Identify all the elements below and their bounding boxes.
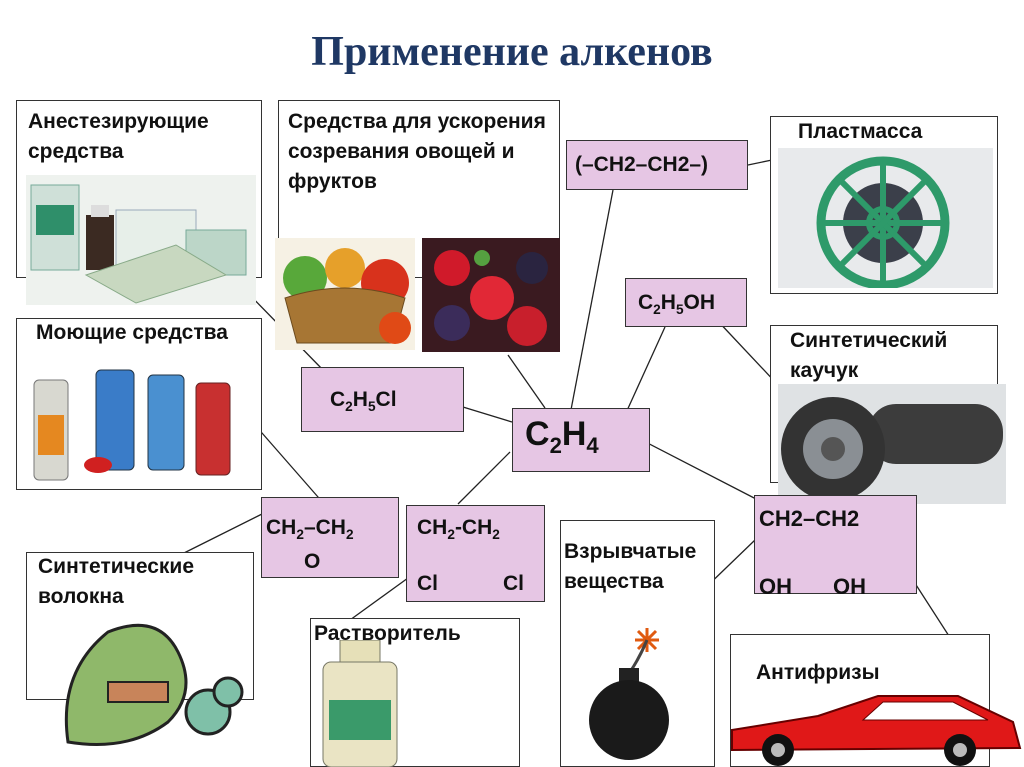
polymer-formula: (–CH2–CH2–) [566,140,748,190]
medicine-image [26,175,256,305]
explosives-label: Взрывчатые вещества [564,540,697,593]
line-ethanol-rubber [714,317,779,386]
dichloro-top: CH2-CH2 [417,516,500,543]
line-dichloro-solvent [349,577,409,621]
tire-image [778,384,1006,504]
berries-image [422,238,560,352]
ethylene-glycol-formula: CH2–CH2 OH OH [754,495,917,599]
glycol-oh-left: OH [759,574,792,599]
line-center-ripening [507,354,546,409]
red-car-image [731,695,1022,766]
ethylene-formula: C2H4 [512,408,650,472]
glycol-top: CH2–CH2 [759,506,860,531]
bomb-icon [589,628,669,760]
plastic-label: Пластмасса [798,120,923,143]
line-center-polymer [569,189,614,416]
line-center-glycol [631,434,759,501]
rubber-label: Синтетический каучук [790,329,948,382]
ripening-label: Средства для ускорения созревания овощей… [288,110,546,193]
anesthetic-label: Анестезирующие средства [28,110,209,163]
glycol-oh-right: OH [833,574,866,599]
dichloro-cl-left: Cl [417,572,438,595]
epoxide-formula: CH2–CH2 O [261,497,399,578]
antifreeze-label: Антифризы [756,661,880,684]
solvent-label: Растворитель [314,622,461,645]
line-center-dichloro [457,451,511,505]
chloroethane-formula: C2H5Cl [301,367,464,432]
plastic-reel-image [778,148,993,288]
solvent-bottle-image [322,640,398,767]
detergents-label: Моющие средства [36,321,228,344]
line-center-ethanol [624,326,666,416]
epoxide-top: CH2–CH2 [266,516,354,543]
ethanol-formula: C2H5OH [625,278,747,327]
spray-cans-image [33,369,231,481]
dichloro-cl-right: Cl [503,572,524,595]
fibers-label: Синтетические волокна [38,555,195,608]
line-epoxide-detergents [254,424,326,506]
epoxide-oxygen: O [304,550,321,573]
vegetable-basket-image [275,238,415,350]
hat-image [64,623,244,746]
page-title: Применение алкенов [311,29,713,75]
dichloroethane-formula: CH2-CH2 Cl Cl [406,505,545,602]
line-polymer-plastic [747,159,773,166]
